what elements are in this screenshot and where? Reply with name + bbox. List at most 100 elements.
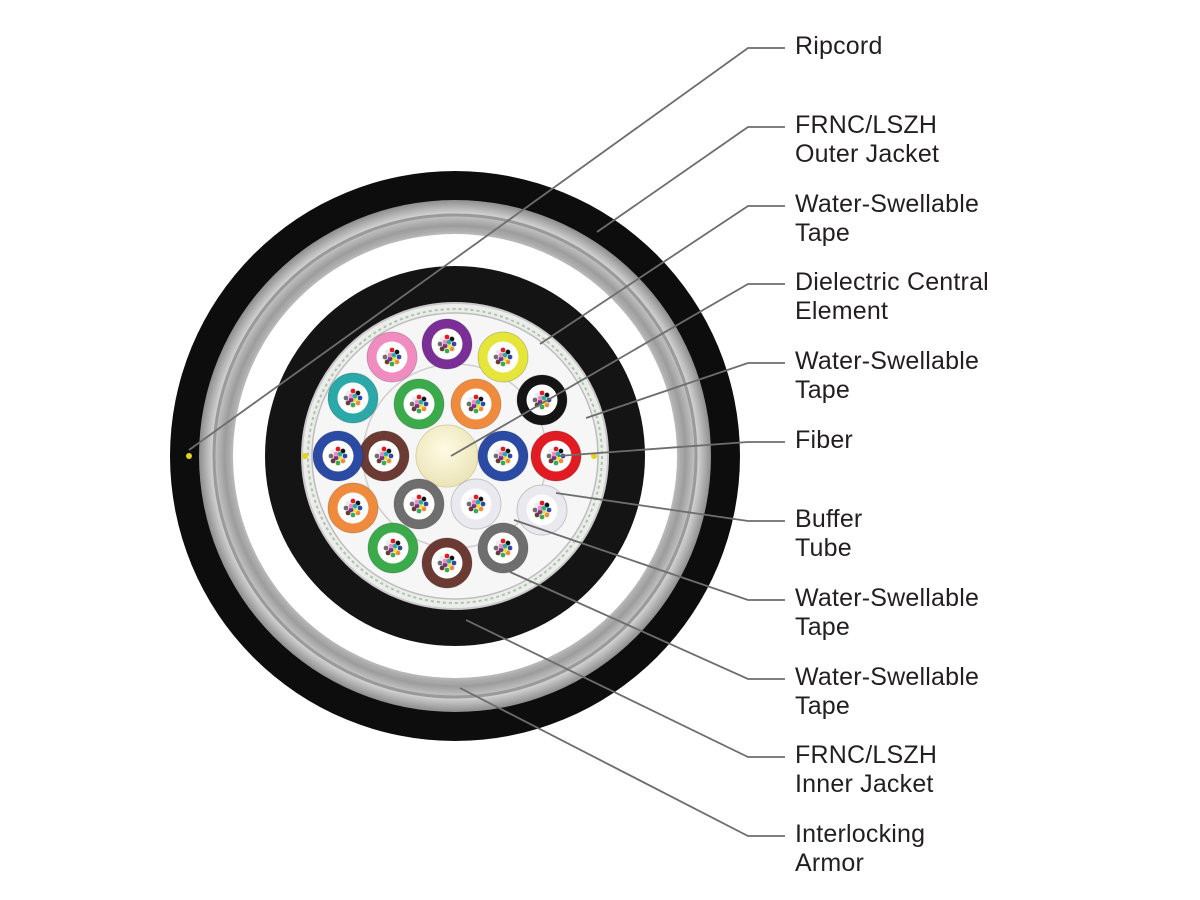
fiber-slate <box>546 453 552 459</box>
fiber-rose <box>348 393 354 399</box>
buffer-tube-blue <box>312 430 364 482</box>
fiber-blue <box>397 545 403 551</box>
fiber-violet <box>498 455 504 461</box>
fiber-slate <box>409 401 415 407</box>
buffer-tube-orange <box>327 482 379 534</box>
fiber-white <box>411 396 417 402</box>
fiber-brown <box>468 406 474 412</box>
fiber-aqua <box>383 451 389 457</box>
fiber-red <box>473 394 479 400</box>
fiber-slate <box>493 354 499 360</box>
fiber-orange <box>386 458 392 464</box>
fiber-yellow <box>337 455 343 461</box>
buffer-tube-blue <box>477 430 529 482</box>
fiber-yellow <box>502 455 508 461</box>
fiber-blue <box>388 453 394 459</box>
fiber-yellow <box>475 403 481 409</box>
fiber-blue <box>451 560 457 566</box>
leader-lines-group <box>188 47 785 837</box>
fiber-slate <box>532 397 538 403</box>
label-water-swellable-tape-3: Water-Swellable Tape <box>795 584 979 642</box>
fiber-brown <box>411 506 417 512</box>
fiber-red <box>539 500 545 506</box>
buffer-tube-slate <box>393 478 445 530</box>
label-line: Inner Jacket <box>795 770 934 798</box>
fiber-black <box>505 349 511 355</box>
fiber-white <box>439 555 445 561</box>
leader-water-swellable-tape-1 <box>539 205 785 345</box>
fiber-white <box>495 349 501 355</box>
label-line: Dielectric Central <box>795 268 989 296</box>
fiber-white <box>468 396 474 402</box>
fiber-slate <box>493 453 499 459</box>
label-buffer-tube: Buffer Tube <box>795 505 862 563</box>
fiber-orange <box>544 402 550 408</box>
fiber-rose <box>498 543 504 549</box>
fiber-blue <box>451 341 457 347</box>
fiber-orange <box>355 510 361 516</box>
fiber-orange <box>505 458 511 464</box>
label-line: FRNC/LSZH <box>795 111 938 139</box>
fiber-slate <box>383 545 389 551</box>
fiber-brown <box>439 565 445 571</box>
fiber-violet <box>442 343 448 349</box>
fiber-white <box>384 349 390 355</box>
dielectric-central-element <box>415 424 479 488</box>
buffer-tube-brown <box>421 537 473 589</box>
fiber-red <box>500 538 506 544</box>
fiber-aqua <box>418 399 424 405</box>
fiber-rose <box>537 505 543 511</box>
fiber-yellow <box>446 343 452 349</box>
fiber-black <box>544 502 550 508</box>
fiber-brown <box>384 359 390 365</box>
fiber-violet <box>471 503 477 509</box>
fiber-white <box>495 540 501 546</box>
label-line: Armor <box>795 849 865 877</box>
ripcord-marker <box>186 453 192 459</box>
label-line: Water-Swellable <box>795 663 980 691</box>
fiber-yellow <box>383 455 389 461</box>
label-line: Buffer <box>795 505 863 533</box>
fiber-aqua <box>446 558 452 564</box>
label-line: Water-Swellable <box>795 347 980 375</box>
fiber-aqua <box>352 393 358 399</box>
label-line: Tape <box>795 613 851 641</box>
fiber-white <box>439 336 445 342</box>
fiber-yellow <box>391 356 397 362</box>
fiber-orange <box>355 400 361 406</box>
fiber-black <box>340 448 346 454</box>
fiber-violet <box>442 562 448 568</box>
fiber-aqua <box>541 505 547 511</box>
fiber-blue <box>480 501 486 507</box>
label-line: FRNC/LSZH <box>795 741 938 769</box>
fiber-aqua <box>475 399 481 405</box>
leader-dielectric-central-element <box>450 283 785 457</box>
fiber-rose <box>471 399 477 405</box>
fiber-black <box>421 396 427 402</box>
fiber-orange <box>421 506 427 512</box>
fiber-aqua <box>352 503 358 509</box>
fiber-red <box>500 446 506 452</box>
fiber-brown <box>330 458 336 464</box>
fiber-orange <box>478 506 484 512</box>
fiber-slate <box>437 341 443 347</box>
label-outer-jacket: FRNC/LSZH Outer Jacket <box>795 111 939 169</box>
fiber-blue <box>423 501 429 507</box>
buffer-tube-green <box>393 378 445 430</box>
fiber-brown <box>345 510 351 516</box>
fiber-slate <box>493 545 499 551</box>
label-line: Fiber <box>795 426 853 454</box>
buffer-tube-red <box>530 430 582 482</box>
fiber-violet <box>379 455 385 461</box>
fiber-rose <box>333 451 339 457</box>
fiber-orange <box>395 550 401 556</box>
fiber-slate <box>328 453 334 459</box>
fiber-red <box>416 494 422 500</box>
fiber-red <box>389 347 395 353</box>
fiber-aqua <box>502 352 508 358</box>
fiber-red <box>416 394 422 400</box>
fiber-aqua <box>475 499 481 505</box>
fiber-yellow <box>502 356 508 362</box>
fiber-blue <box>480 401 486 407</box>
